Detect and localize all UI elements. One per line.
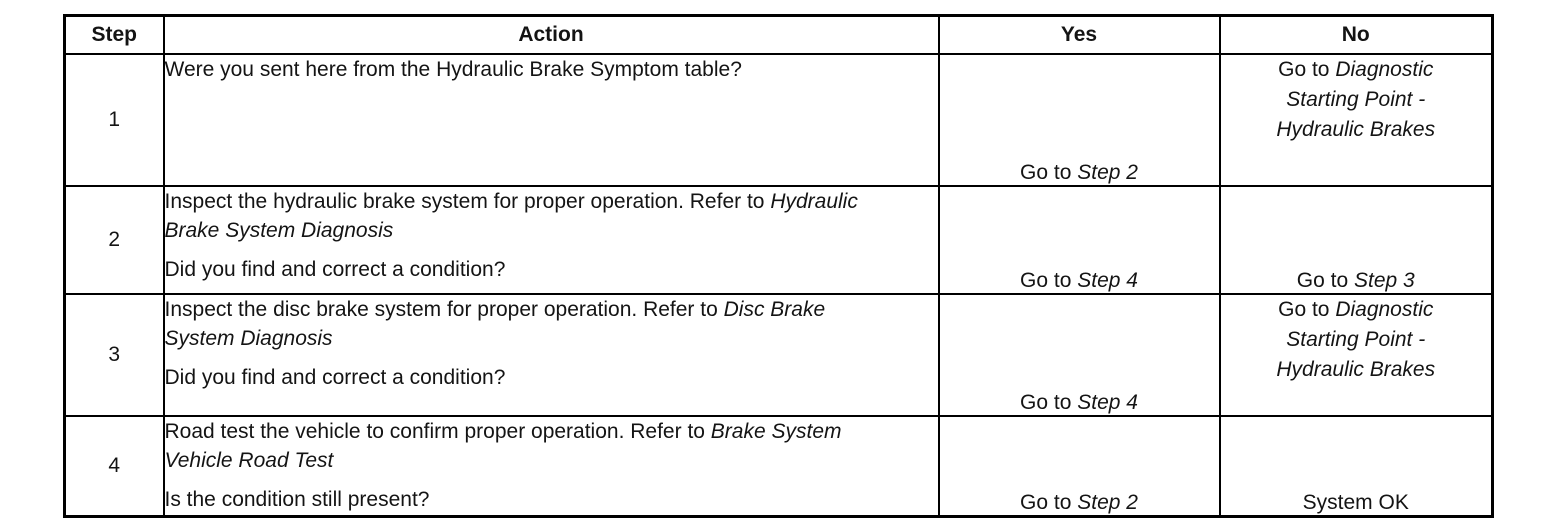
header-action: Action [162, 14, 940, 55]
table-row: 2 Inspect the hydraulic brake system for… [63, 184, 1494, 295]
action-question: Did you find and correct a condition? [164, 258, 506, 282]
header-no: No [1218, 14, 1494, 55]
table-row: 1 Were you sent here from the Hydraulic … [63, 52, 1494, 187]
table-row: 3 Inspect the disc brake system for prop… [63, 292, 1494, 417]
no-text: Go to [1278, 57, 1336, 81]
yes-cell: Go to Step 4 [937, 184, 1221, 295]
header-step: Step [63, 14, 165, 55]
yes-reference: Step 2 [1077, 490, 1138, 514]
step-number: 3 [63, 292, 165, 417]
no-reference: Diagnostic Starting Point - Hydraulic Br… [1276, 57, 1436, 142]
action-cell: Inspect the disc brake system for proper… [162, 292, 940, 417]
no-cell: System OK [1218, 414, 1494, 518]
yes-text: Go to [1020, 268, 1078, 292]
step-number: 1 [63, 52, 165, 187]
step-number: 2 [63, 184, 165, 295]
action-question: Did you find and correct a condition? [164, 366, 506, 390]
yes-text: Go to [1020, 160, 1078, 184]
no-reference: Step 3 [1353, 268, 1415, 292]
step-number: 4 [63, 414, 165, 518]
no-text-block: Go to Diagnostic Starting Point - Hydrau… [1261, 296, 1451, 386]
yes-text: Go to [1020, 390, 1078, 414]
no-cell: Go to Diagnostic Starting Point - Hydrau… [1218, 292, 1494, 417]
no-cell: Go to Step 3 [1218, 184, 1494, 295]
action-main-text: Were you sent here from the Hydraulic Br… [164, 57, 742, 81]
action-reference: Disc Brake System Diagnosis [164, 297, 826, 351]
no-cell: Go to Diagnostic Starting Point - Hydrau… [1218, 52, 1494, 187]
no-text: Go to [1296, 268, 1354, 292]
yes-cell: Go to Step 4 [937, 292, 1221, 417]
action-question: Is the condition still present? [164, 488, 430, 512]
no-reference: Diagnostic Starting Point - Hydraulic Br… [1276, 297, 1436, 382]
action-main-text: Road test the vehicle to confirm proper … [164, 419, 711, 443]
action-cell: Inspect the hydraulic brake system for p… [162, 184, 940, 295]
action-text: Inspect the disc brake system for proper… [164, 296, 898, 355]
no-text: System OK [1302, 490, 1409, 514]
yes-cell: Go to Step 2 [937, 414, 1221, 518]
action-main-text: Inspect the hydraulic brake system for p… [164, 189, 771, 213]
yes-cell: Go to Step 2 [937, 52, 1221, 187]
yes-reference: Step 2 [1077, 160, 1138, 184]
action-cell: Were you sent here from the Hydraulic Br… [162, 52, 940, 187]
yes-reference: Step 4 [1077, 390, 1138, 414]
action-text: Were you sent here from the Hydraulic Br… [164, 56, 898, 85]
header-yes: Yes [937, 14, 1221, 55]
action-text: Road test the vehicle to confirm proper … [164, 417, 898, 476]
action-main-text: Inspect the disc brake system for proper… [164, 297, 724, 321]
yes-reference: Step 4 [1077, 268, 1138, 292]
table-row: 4 Road test the vehicle to confirm prope… [63, 414, 1494, 518]
yes-text: Go to [1020, 490, 1078, 514]
action-text: Inspect the hydraulic brake system for p… [164, 188, 898, 247]
diagnostic-table: Step Action Yes No 1 Were you sent here … [63, 14, 1494, 518]
action-cell: Road test the vehicle to confirm proper … [162, 414, 940, 518]
action-reference: Brake System Vehicle Road Test [164, 419, 842, 473]
table-header-row: Step Action Yes No [63, 14, 1494, 55]
no-text: Go to [1278, 297, 1336, 321]
no-text-block: Go to Diagnostic Starting Point - Hydrau… [1261, 56, 1451, 146]
action-reference: Hydraulic Brake System Diagnosis [164, 189, 858, 243]
